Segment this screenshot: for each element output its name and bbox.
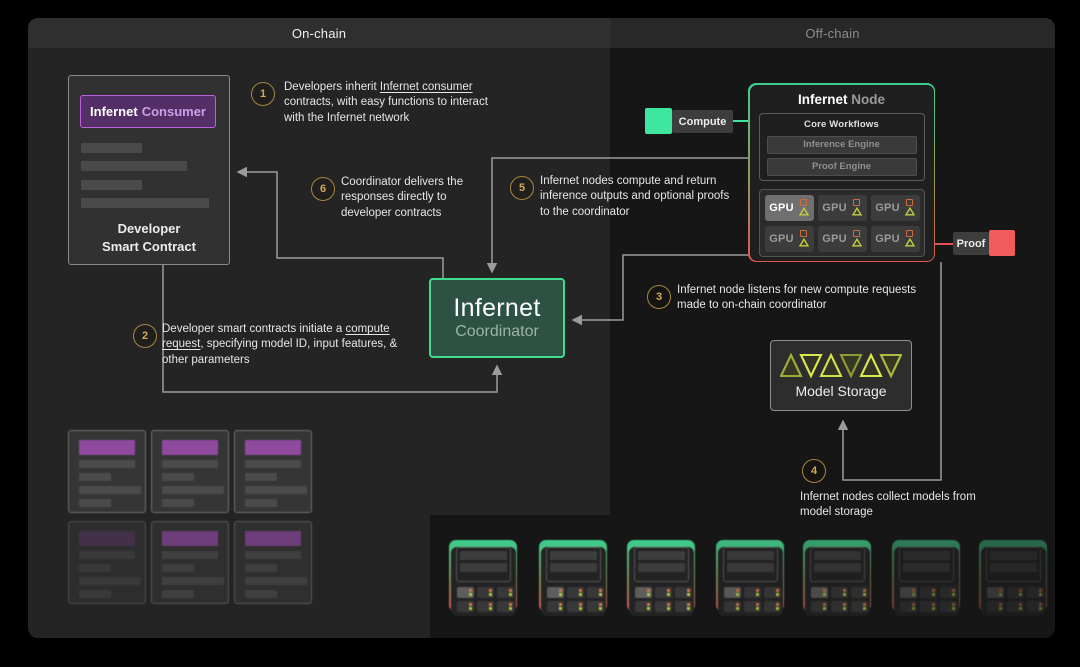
core-workflows-label: Core Workflows: [804, 118, 879, 130]
annotation-5-badge: 5: [510, 176, 534, 200]
gpu-warning-icon: [904, 238, 915, 247]
inference-engine-button: Inference Engine: [766, 135, 917, 154]
gpu-chip: GPU: [764, 225, 814, 252]
model-storage-box: Model Storage: [770, 340, 912, 411]
on-chain-header: On-chain: [28, 18, 610, 48]
contract-card: [68, 521, 146, 604]
developer-contract-label: Developer Smart Contract: [102, 221, 196, 254]
mini-node-card: [892, 540, 960, 616]
mini-node-card: [716, 540, 784, 616]
consumer-badge-secondary: Consumer: [141, 104, 206, 119]
contract-card: [151, 521, 229, 604]
contract-card: [234, 430, 312, 513]
mini-node-card: [539, 540, 607, 616]
annotation-1-text: Developers inherit Infernet consumer con…: [284, 81, 488, 124]
annotation-2-badge: 2: [133, 324, 157, 348]
gpu-warning-icon: [798, 238, 809, 247]
compute-label: Compute: [672, 110, 733, 133]
gpu-warning-icon: [851, 238, 862, 247]
code-placeholder-bar: [81, 143, 142, 153]
gpu-chip: GPU: [817, 225, 867, 252]
gpu-warning-icon: [904, 207, 915, 216]
gpu-square-icon: [906, 199, 914, 206]
gpu-chip: GPU: [870, 194, 920, 221]
infernet-node-box: Infernet Node Core Workflows Inference E…: [748, 83, 935, 262]
contract-card: [151, 430, 229, 513]
coordinator-title: Infernet: [453, 293, 541, 322]
developer-smart-contract-box: Infernet Consumer Developer Smart Contra…: [68, 75, 230, 265]
mini-node-card: [803, 540, 871, 616]
annotation-5-text: Infernet nodes compute and return infere…: [540, 175, 730, 218]
proof-swatch: [989, 230, 1015, 256]
infernet-consumer-badge: Infernet Consumer: [80, 95, 216, 128]
contract-card: [234, 521, 312, 604]
gpu-square-icon: [853, 199, 861, 206]
gpu-grid: GPU GPU GPU GPU GPU GPU: [758, 188, 925, 257]
annotation-6-badge: 6: [311, 177, 335, 201]
compute-swatch: [645, 108, 672, 134]
gpu-square-icon: [800, 230, 808, 237]
code-placeholder-bar: [81, 198, 209, 208]
annotation-3-text: Infernet node listens for new compute re…: [677, 284, 917, 312]
annotation-4-text: Infernet nodes collect models from model…: [800, 491, 976, 519]
on-chain-label: On-chain: [291, 25, 347, 41]
mini-node-card: [449, 540, 517, 616]
core-workflows-box: Core Workflows Inference Engine Proof En…: [758, 112, 925, 181]
proof-label: Proof: [953, 232, 989, 255]
coordinator-subtitle: Coordinator: [455, 323, 539, 341]
contract-card: [68, 430, 146, 513]
mini-node-card: [979, 540, 1047, 616]
code-placeholder-bar: [81, 161, 187, 171]
gpu-warning-icon: [798, 207, 809, 216]
off-chain-label: Off-chain: [805, 25, 860, 41]
gpu-square-icon: [853, 230, 861, 237]
infernet-coordinator-box: Infernet Coordinator: [429, 278, 565, 358]
code-placeholder-bar: [81, 180, 142, 190]
gpu-chip: GPU: [817, 194, 867, 221]
node-title: Infernet Node: [797, 91, 886, 107]
consumer-badge-primary: Infernet: [90, 104, 138, 119]
annotation-4-badge: 4: [802, 459, 826, 483]
gpu-chip: GPU: [764, 194, 814, 221]
gpu-square-icon: [906, 230, 914, 237]
model-triangles-icon: [780, 352, 902, 378]
model-storage-label: Model Storage: [795, 382, 887, 399]
gpu-chip: GPU: [870, 225, 920, 252]
annotation-1-badge: 1: [251, 82, 275, 106]
gpu-square-icon: [800, 199, 808, 206]
gpu-warning-icon: [851, 207, 862, 216]
proof-engine-button: Proof Engine: [766, 157, 917, 176]
off-chain-header: Off-chain: [610, 18, 1055, 48]
annotation-6-text: Coordinator delivers the responses direc…: [341, 176, 464, 219]
mini-node-card: [627, 540, 695, 616]
annotation-3-badge: 3: [647, 285, 671, 309]
annotation-2-text: Developer smart contracts initiate a com…: [162, 323, 398, 366]
